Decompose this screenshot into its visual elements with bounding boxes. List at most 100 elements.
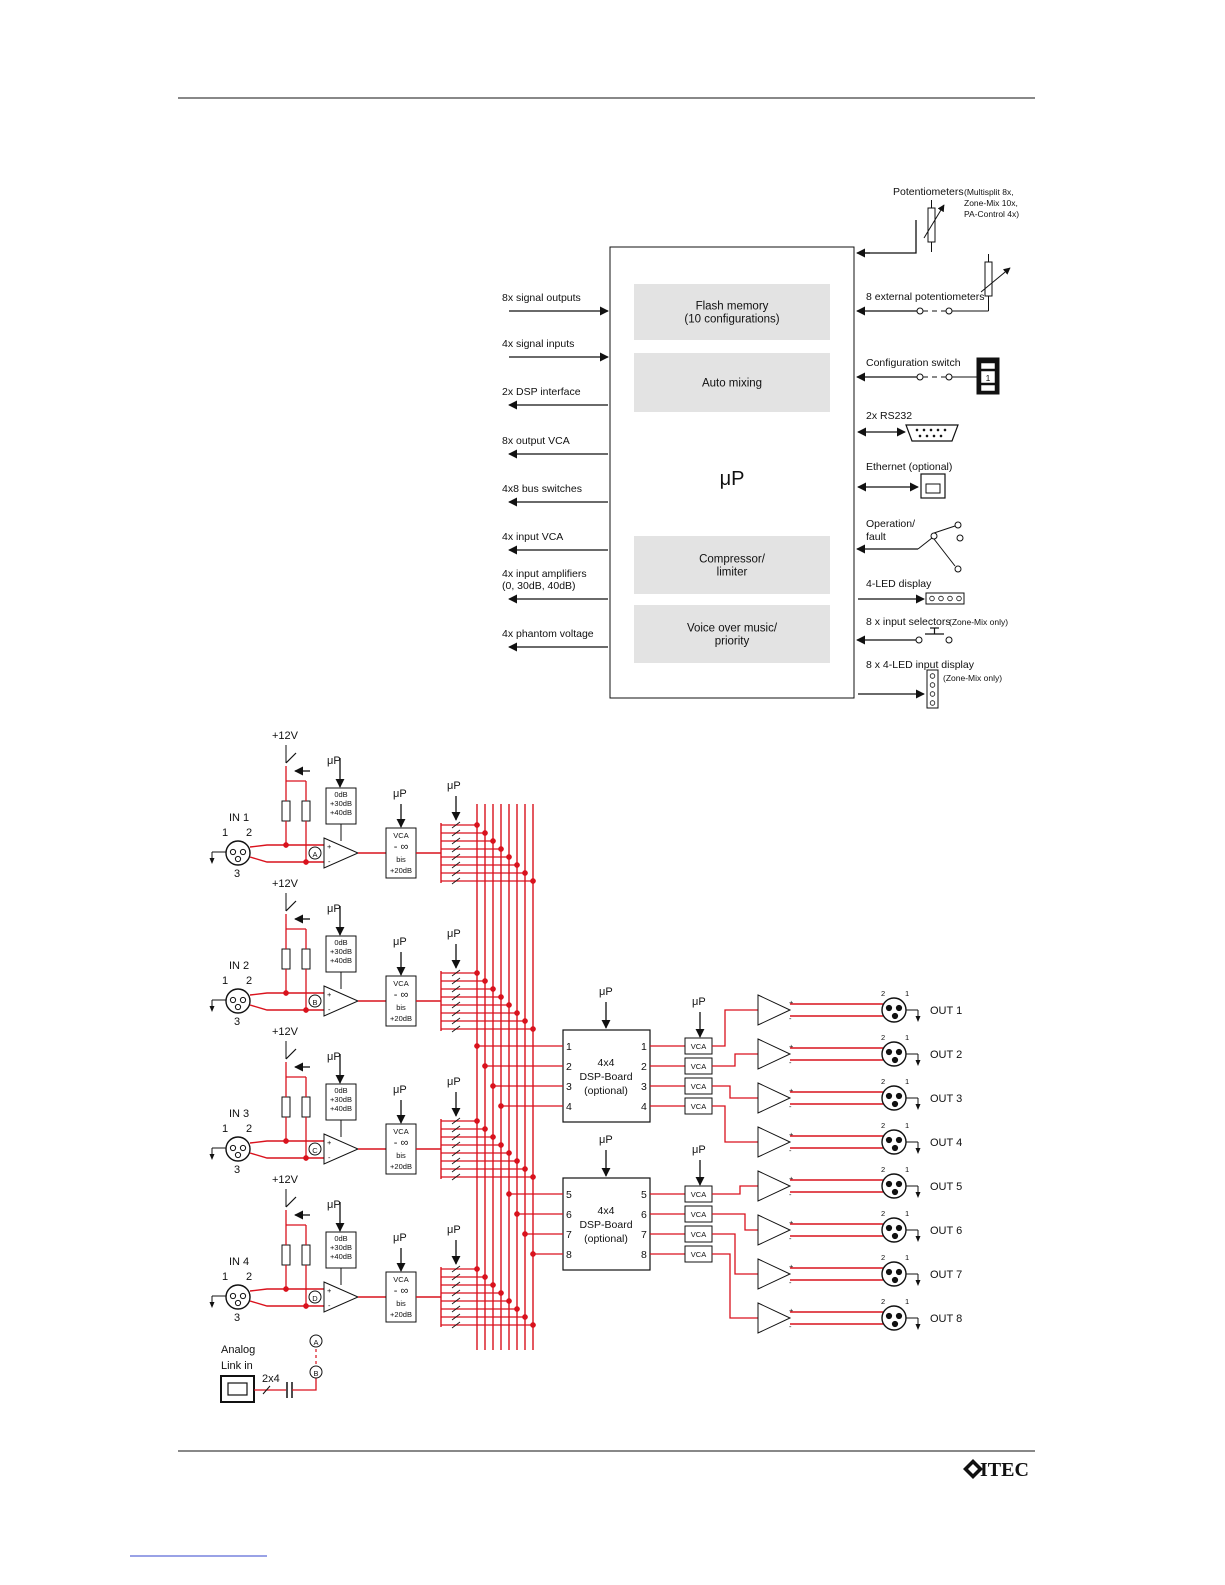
xlr-pin — [895, 1224, 903, 1232]
resistor — [281, 800, 291, 822]
bus-switch — [451, 1305, 461, 1313]
resistor — [281, 1244, 291, 1266]
junction-dot — [490, 1282, 496, 1288]
output-vca-label: VCA — [691, 1102, 706, 1111]
output-label: OUT 3 — [930, 1093, 962, 1105]
resistor — [301, 1096, 311, 1118]
output-wire — [712, 1105, 758, 1143]
internal-block — [634, 605, 830, 663]
plus12v-label: +12V — [272, 730, 299, 742]
xlr-pin — [885, 1224, 893, 1232]
vca-label: - ∞ — [394, 989, 409, 1001]
xlr-pin — [885, 1092, 893, 1100]
output-vca-label: VCA — [691, 1230, 706, 1239]
junction-dot — [530, 1251, 536, 1257]
plus-sign: + — [789, 998, 794, 1007]
phantom-switch — [285, 752, 297, 764]
dsp-port-label: 5 — [641, 1189, 647, 1201]
input-label: IN 3 — [229, 1108, 249, 1120]
xlr-pin-label: 1 — [905, 1165, 909, 1174]
internal-block-label: (10 configurations) — [684, 314, 779, 326]
mu-label: μP — [447, 928, 461, 940]
left-signal-label: 4x phantom voltage — [502, 628, 594, 640]
bus-switch — [451, 1025, 461, 1033]
left-signal-label: 4x signal inputs — [502, 338, 574, 350]
bus-switch — [451, 1289, 461, 1297]
input-selectors-label: 8 x input selectors — [866, 616, 951, 628]
led — [938, 595, 944, 602]
junction-dot — [482, 978, 488, 984]
xlr-pin-label: 2 — [246, 1271, 252, 1283]
rs232-pin — [918, 434, 922, 438]
node-label: B — [312, 998, 317, 1007]
node-marker — [308, 994, 322, 1008]
node-label: D — [312, 1294, 318, 1303]
phantom-switch — [285, 1048, 297, 1060]
xlr-pin — [885, 1180, 893, 1188]
xlr-pin-label: 1 — [905, 1077, 909, 1086]
dsp-port-label: 6 — [566, 1209, 572, 1221]
rs232-pin — [943, 428, 947, 432]
plus-sign: + — [789, 1130, 794, 1139]
mu-label: μP — [393, 788, 407, 800]
xlr-input-connector — [225, 988, 251, 1014]
xlr-pin — [895, 1180, 903, 1188]
output-wire — [712, 1253, 758, 1319]
xlr-pin-label: 1 — [905, 1033, 909, 1042]
analog-link-label: Link in — [221, 1360, 253, 1372]
junction-dot — [506, 1298, 512, 1304]
vca-label: - ∞ — [394, 1137, 409, 1149]
signal-wire — [249, 844, 324, 848]
output-wire — [712, 1053, 758, 1067]
mu-label: μP — [327, 755, 341, 767]
bus-switch — [451, 1009, 461, 1017]
left-signal-label: 8x output VCA — [502, 435, 570, 447]
switch-cell — [980, 370, 996, 384]
bus-switch — [451, 977, 461, 985]
junction-dot — [474, 970, 480, 976]
bus-switch — [451, 985, 461, 993]
xlr-pin — [891, 1232, 899, 1240]
input-vca-box — [385, 827, 417, 879]
xlr-pin-label: 1 — [905, 989, 909, 998]
junction-dot — [283, 1138, 289, 1144]
ground-arrow — [915, 1280, 921, 1286]
xlr-pin-label: 2 — [881, 1121, 885, 1130]
junction-dot — [482, 1274, 488, 1280]
bus-switch — [451, 1321, 461, 1329]
junction-dot — [522, 1231, 528, 1237]
output-amplifier — [757, 1038, 792, 1070]
xlr-pin — [891, 1276, 899, 1284]
plus12v-label: +12V — [272, 1026, 299, 1038]
xlr-pin-label: 1 — [905, 1209, 909, 1218]
led — [947, 595, 953, 602]
internal-block-label: priority — [715, 636, 750, 648]
link-2x4-label: 2x4 — [262, 1373, 280, 1385]
xlr-pin — [891, 1100, 899, 1108]
itec-logo: ITEC — [963, 1459, 1029, 1481]
microprocessor-label: μP — [720, 468, 745, 490]
output-amplifier — [757, 1170, 792, 1202]
dsp-port-label: 2 — [641, 1061, 647, 1073]
minus-sign: - — [328, 1301, 331, 1310]
minus-sign: - — [328, 857, 331, 866]
vca-label: bis — [396, 855, 406, 864]
xlr-pin — [229, 848, 237, 856]
input-amplifier — [323, 1281, 360, 1313]
input-led-symbol — [926, 669, 939, 709]
relay-contact-no — [954, 521, 962, 529]
bus-switch — [451, 1173, 461, 1181]
xlr-input-connector — [225, 840, 251, 866]
junction-dot — [474, 1043, 480, 1049]
switch-cell — [980, 362, 996, 370]
rs232-pin — [936, 428, 940, 432]
analog-link-label: Analog — [221, 1344, 255, 1356]
contact — [945, 636, 953, 644]
config-switch-label: Configuration switch — [866, 357, 961, 369]
input-label: IN 1 — [229, 812, 249, 824]
xlr-pin-label: 2 — [246, 827, 252, 839]
xlr-pin-label: 2 — [881, 1077, 885, 1086]
dsp-port-label: 7 — [641, 1229, 647, 1241]
bus-switch — [451, 1157, 461, 1165]
bus-switch — [451, 1165, 461, 1173]
